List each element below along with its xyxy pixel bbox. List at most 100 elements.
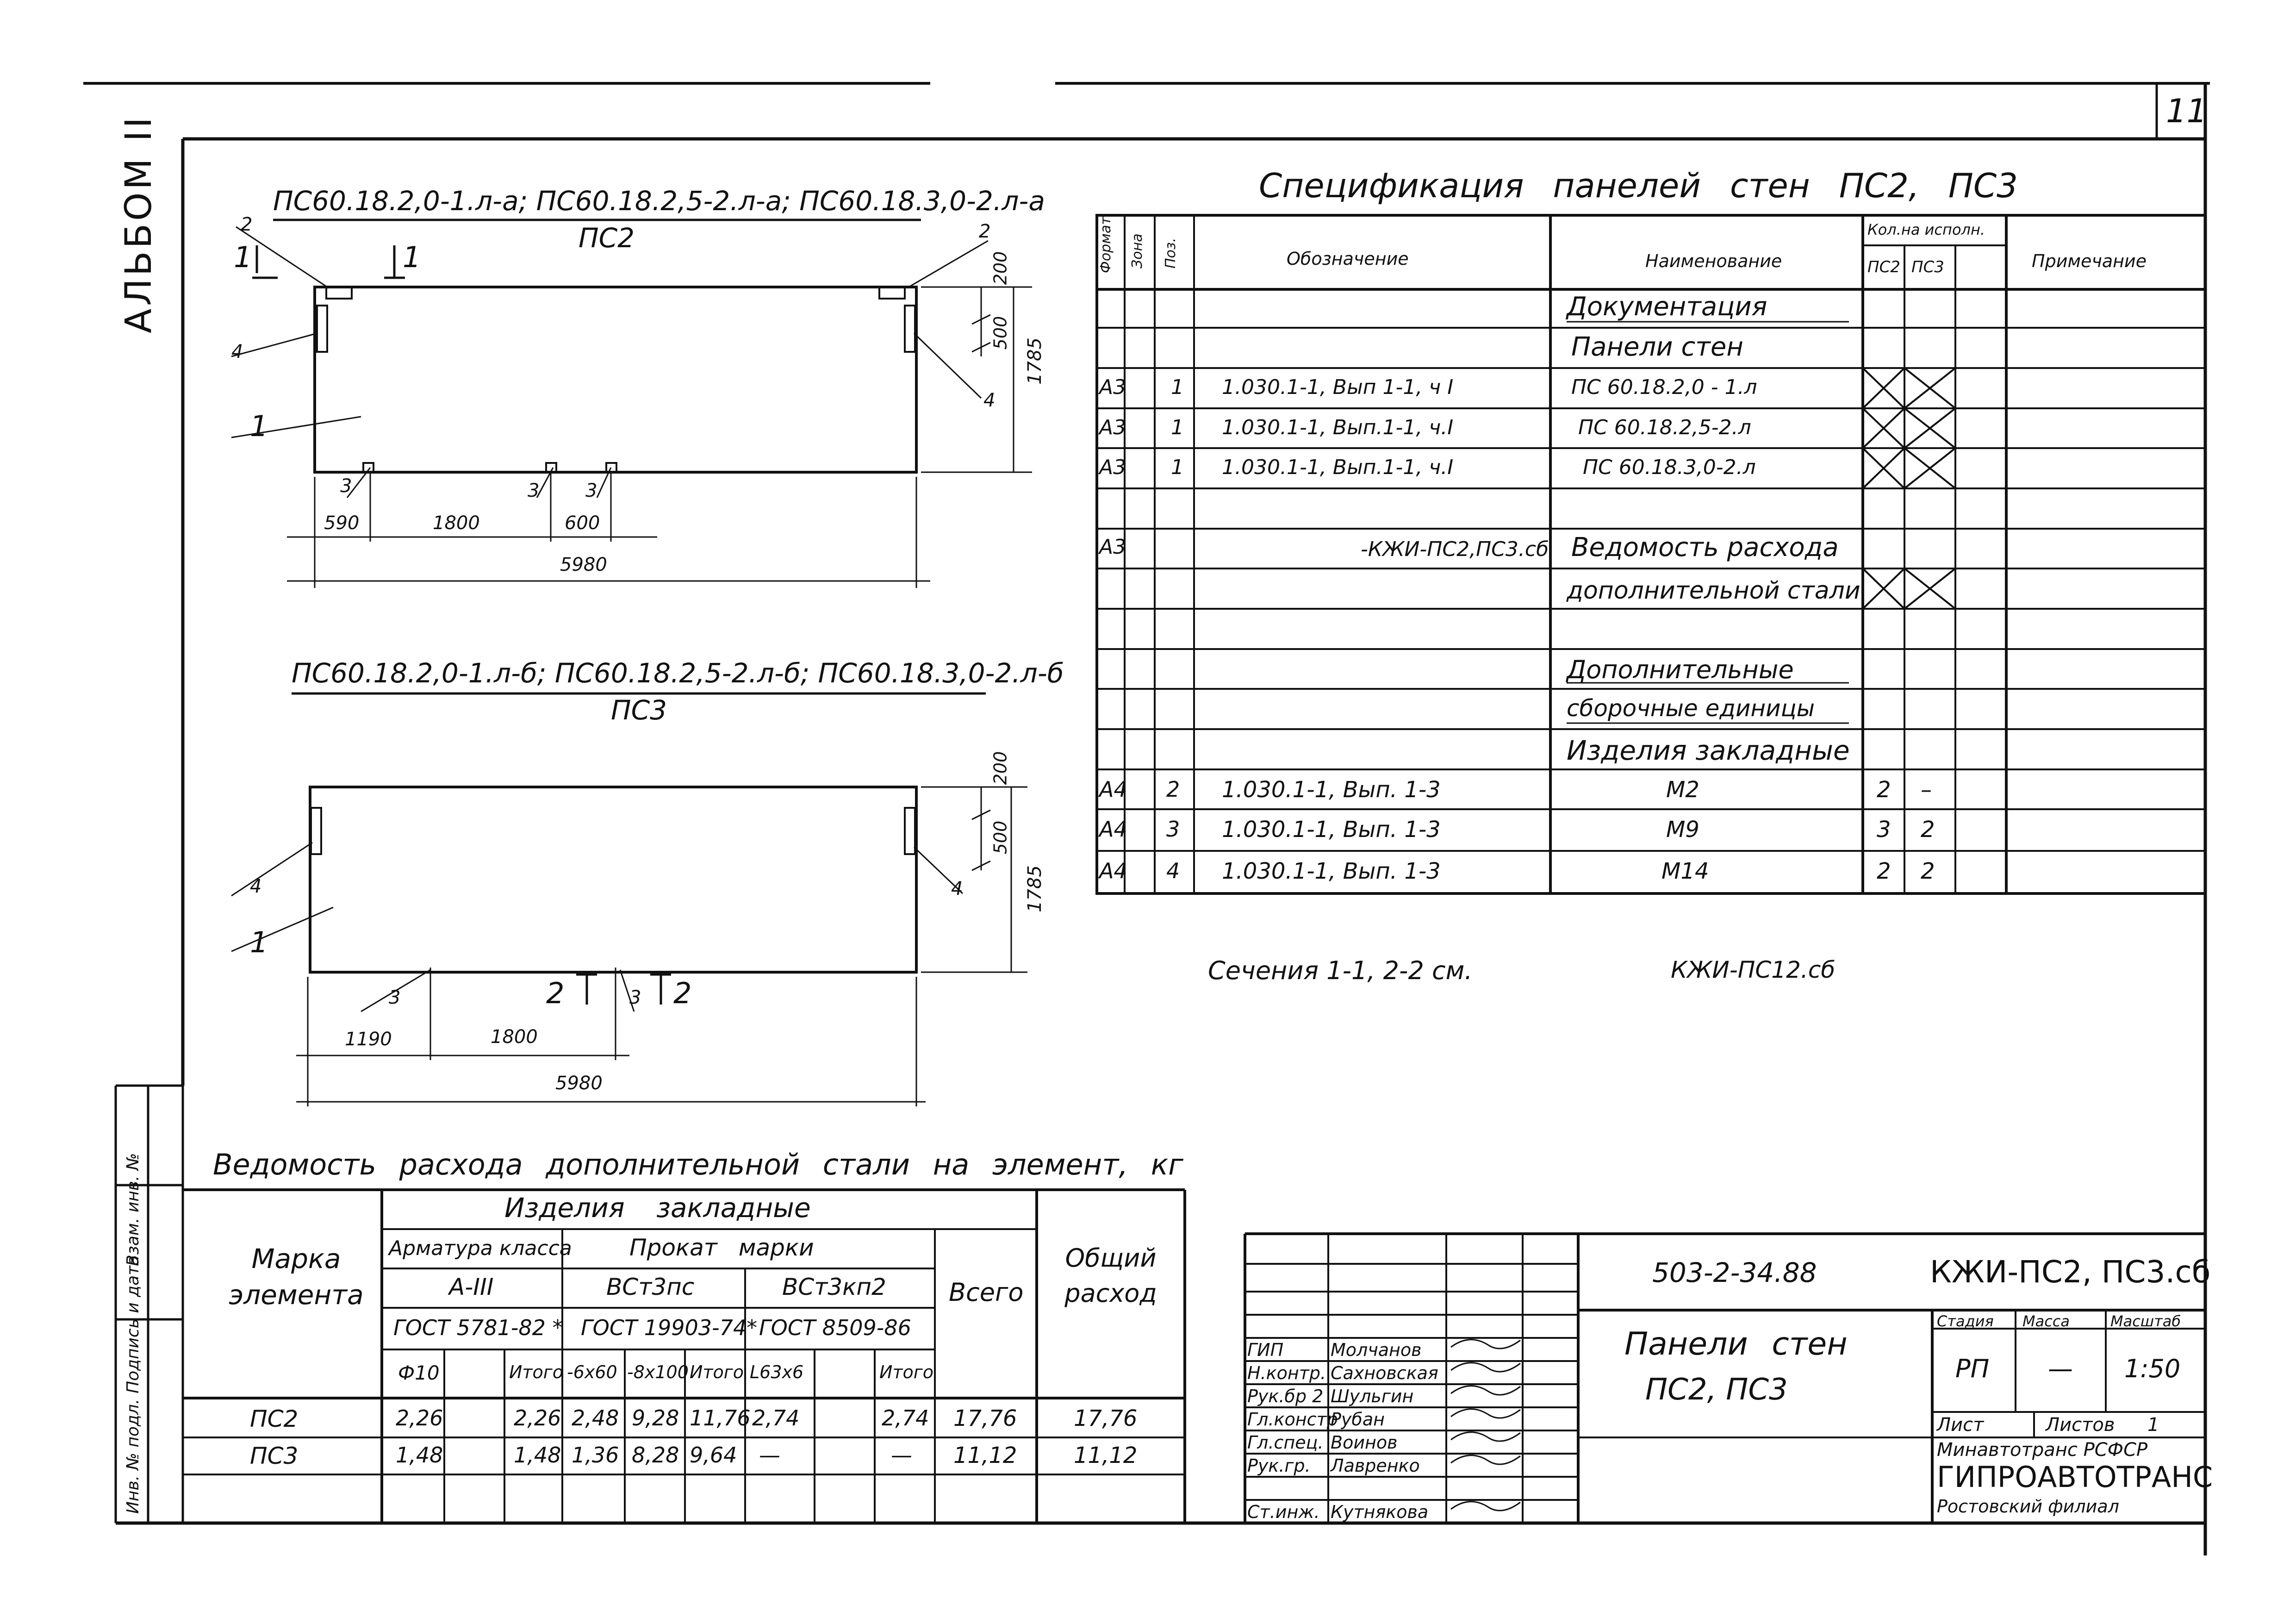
spec-header-note: Примечание <box>2032 251 2147 271</box>
person-name: Лавренко <box>1331 1455 1420 1476</box>
stage-label: Стадия <box>1937 1312 1994 1330</box>
person-role: Рук.бр 2 <box>1247 1386 1324 1406</box>
side-stamp-label: Взам. инв. № <box>124 1153 143 1266</box>
ps2-dim-top: 200 <box>990 251 1011 285</box>
spec-cell-name: М9 <box>1666 817 1699 843</box>
spec-cell-designation: 1.030.1-1, Вып. 1-3 <box>1222 777 1441 803</box>
person-name: Кутнякова <box>1331 1502 1429 1522</box>
steel-gost1: ГОСТ 5781-82 * <box>393 1315 563 1340</box>
steel-cell: 1,36 <box>572 1443 619 1468</box>
spec-cell-format: А3 <box>1099 456 1126 479</box>
ps2-marks: ПС60.18.2,0-1.л-а; ПС60.18.2,5-2.л-а; ПС… <box>273 185 1045 217</box>
steel-row-mark: ПС2 <box>250 1405 299 1432</box>
side-stamp-label: Инв. № подл. <box>124 1399 143 1514</box>
steel-cell: 11,76 <box>690 1405 751 1430</box>
steel-sub: Ф10 <box>398 1362 440 1384</box>
person-name: Молчанов <box>1331 1340 1422 1360</box>
steel-a3: А-III <box>449 1274 494 1300</box>
spec-cell-ps2: 2 <box>1877 858 1891 884</box>
spec-cell-name: ПС 60.18.3,0-2.л <box>1583 456 1756 479</box>
steel-cell-total: 11,12 <box>953 1443 1017 1468</box>
spec-cell-format: А3 <box>1099 416 1126 439</box>
ps3-name: ПС3 <box>611 694 667 726</box>
spec-header-pos: Поз. <box>1163 237 1179 269</box>
spec-cell-pos: 2 <box>1166 777 1180 802</box>
steel-gost3: ГОСТ 8509-86 <box>759 1315 911 1340</box>
spec-cell-name: Ведомость расхода <box>1571 532 1839 562</box>
mass-value: — <box>2048 1354 2073 1383</box>
ps3-dim-d1: 1190 <box>345 1029 392 1050</box>
spec-header-designation: Обозначение <box>1287 249 1409 269</box>
person-name: Рубан <box>1331 1409 1385 1430</box>
ps3-callout: 4 <box>250 876 262 897</box>
ps2-dim-height: 1785 <box>1024 337 1045 385</box>
spec-cell-format: А4 <box>1099 817 1127 842</box>
steel-rolled: Прокат марки <box>629 1234 814 1261</box>
ps3-dim-d2: 1800 <box>491 1026 538 1048</box>
ps3-callout: 3 <box>389 987 401 1008</box>
spec-cell-pos: 4 <box>1166 858 1180 883</box>
ps3-dim-top: 200 <box>990 751 1011 785</box>
steel-sub: -8х100 <box>627 1362 689 1382</box>
ps3-dim-height: 1785 <box>1024 865 1045 912</box>
spec-cell-ps3: 2 <box>1921 817 1935 843</box>
spec-cell-format: А4 <box>1099 858 1127 883</box>
spec-cell-pos: 1 <box>1171 456 1184 479</box>
person-name: Сахновская <box>1331 1363 1438 1383</box>
scale-label: Масштаб <box>2110 1312 2181 1330</box>
steel-cell: 2,26 <box>396 1405 443 1430</box>
drawing-subtitle: ПС2, ПС3 <box>1645 1373 1788 1407</box>
person-role: Н.контр. <box>1247 1363 1326 1383</box>
steel-gost2: ГОСТ 19903-74* <box>581 1315 758 1340</box>
spec-cell-designation: 1.030.1-1, Вып.1-1, ч.I <box>1222 416 1454 439</box>
spec-cell-ps2: 2 <box>1877 777 1891 803</box>
steel-embedded: Изделия закладные <box>504 1192 811 1224</box>
person-name: Шульгин <box>1331 1386 1414 1406</box>
scale-value: 1:50 <box>2124 1354 2181 1383</box>
steel-cell-total: 17,76 <box>953 1405 1017 1431</box>
ps3-callout: 1 <box>250 925 268 959</box>
project-number: 503-2-34.88 <box>1652 1257 1817 1288</box>
ps2-callout: 2 <box>979 221 991 242</box>
ps2-dim-d3: 600 <box>565 512 600 534</box>
ps3-marks: ПС60.18.2,0-1.л-б; ПС60.18.2,5-2.л-б; ПС… <box>292 657 1064 689</box>
steel-cell-overall: 17,76 <box>1074 1405 1138 1431</box>
steel-cell: 2,74 <box>882 1405 929 1430</box>
mass-label: Масса <box>2022 1312 2070 1330</box>
spec-cell-ps3: – <box>1921 777 1932 803</box>
ps3-callout: 4 <box>951 878 963 899</box>
steel-vst3ps: ВСт3пс <box>606 1274 695 1300</box>
spec-cell-format: А4 <box>1099 777 1127 802</box>
steel-cell-overall: 11,12 <box>1074 1443 1138 1468</box>
steel-cell: 1,48 <box>396 1443 443 1468</box>
spec-cell-ps3: 2 <box>1921 858 1935 884</box>
person-role: Рук.гр. <box>1247 1455 1311 1476</box>
ps2-dim-total: 5980 <box>560 554 607 575</box>
spec-header-qty: Кол.на исполн. <box>1867 221 1985 238</box>
spec-cell-pos: 3 <box>1166 817 1180 842</box>
steel-sub: L63х6 <box>750 1362 804 1382</box>
spec-cell-pos: 1 <box>1171 416 1184 439</box>
ps3-callout: 3 <box>629 987 641 1008</box>
spec-cell-name: Изделия закладные <box>1567 735 1850 766</box>
ps2-dim-d1: 590 <box>324 512 360 534</box>
ps2-callout: 3 <box>528 480 540 501</box>
org-branch: Ростовский филиал <box>1937 1496 2119 1517</box>
spec-header-zone: Зона <box>1129 233 1145 269</box>
ps2-dim-d2: 1800 <box>433 512 480 534</box>
spec-title: Спецификация панелей стен ПС2, ПС3 <box>1259 166 2018 205</box>
ps2-callout: 4 <box>231 341 243 362</box>
section-mark: 1 <box>403 240 421 274</box>
spec-cell-name: М14 <box>1661 858 1709 884</box>
org-name: ГИПРОАВТОТРАНС <box>1937 1460 2213 1494</box>
ps2-callout: 3 <box>340 475 352 497</box>
sheets-value: 1 <box>2147 1414 2159 1436</box>
steel-mark-header: Марка элемента <box>229 1243 364 1311</box>
sections-ref: КЖИ-ПС12.сб <box>1671 956 1836 983</box>
person-role: Гл.констр <box>1247 1409 1338 1430</box>
steel-overall-header: Общий расход <box>1064 1243 1157 1308</box>
steel-cell: — <box>891 1443 912 1468</box>
steel-cell: 8,28 <box>632 1443 679 1468</box>
spec-cell-format: А3 <box>1099 375 1126 399</box>
